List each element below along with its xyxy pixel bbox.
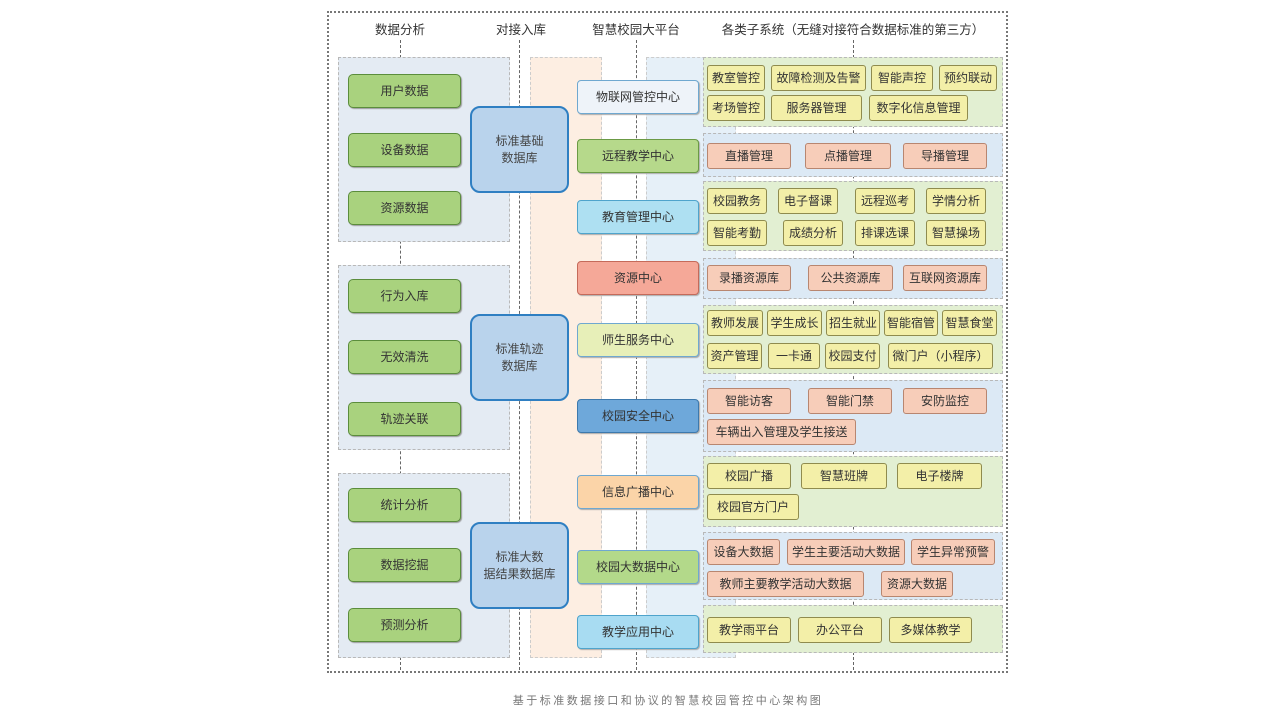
subsystem-item: 智能门禁 — [808, 388, 892, 414]
data-source-item: 无效清洗 — [348, 340, 461, 374]
data-source-item: 用户数据 — [348, 74, 461, 108]
subsystem-item: 设备大数据 — [707, 539, 780, 565]
subsystem-item: 学情分析 — [926, 188, 986, 214]
subsystem-item: 预约联动 — [939, 65, 997, 91]
subsystem-item: 考场管控 — [707, 95, 765, 121]
subsystem-item: 智能宿管 — [884, 310, 938, 336]
platform-center: 教育管理中心 — [577, 200, 699, 234]
subsystem-item: 校园教务 — [707, 188, 767, 214]
data-source-item: 资源数据 — [348, 191, 461, 225]
subsystem-item: 教学雨平台 — [707, 617, 791, 643]
data-source-item: 统计分析 — [348, 488, 461, 522]
subsystem-item: 互联网资源库 — [903, 265, 987, 291]
standard-database: 标准基础 数据库 — [470, 106, 569, 193]
platform-center: 远程教学中心 — [577, 139, 699, 173]
subsystem-item: 电子楼牌 — [897, 463, 982, 489]
subsystem-item: 远程巡考 — [855, 188, 915, 214]
data-source-item: 轨迹关联 — [348, 402, 461, 436]
data-source-item: 预测分析 — [348, 608, 461, 642]
subsystem-item: 智能访客 — [707, 388, 791, 414]
subsystem-item: 公共资源库 — [808, 265, 893, 291]
platform-center: 校园大数据中心 — [577, 550, 699, 584]
header-data-analysis: 数据分析 — [374, 22, 426, 37]
subsystem-item: 智能考勤 — [707, 220, 767, 246]
header-subsystems: 各类子系统（无缝对接符合数据标准的第三方） — [721, 22, 985, 37]
subsystem-item: 微门户（小程序） — [888, 343, 993, 369]
standard-database: 标准轨迹 数据库 — [470, 314, 569, 401]
data-source-item: 设备数据 — [348, 133, 461, 167]
platform-center: 资源中心 — [577, 261, 699, 295]
platform-center: 校园安全中心 — [577, 399, 699, 433]
subsystem-item: 教师发展 — [707, 310, 763, 336]
standard-database: 标准大数 据结果数据库 — [470, 522, 569, 609]
subsystem-item: 教室管控 — [707, 65, 765, 91]
subsystem-item: 数字化信息管理 — [869, 95, 968, 121]
subsystem-item: 智慧班牌 — [801, 463, 887, 489]
subsystem-item: 办公平台 — [798, 617, 882, 643]
subsystem-item: 服务器管理 — [771, 95, 862, 121]
subsystem-item: 资源大数据 — [881, 571, 953, 597]
subsystem-item: 智慧食堂 — [942, 310, 997, 336]
subsystem-item: 点播管理 — [805, 143, 891, 169]
subsystem-item: 学生主要活动大数据 — [787, 539, 905, 565]
data-source-item: 行为入库 — [348, 279, 461, 313]
subsystem-item: 校园官方门户 — [707, 494, 799, 520]
platform-center: 信息广播中心 — [577, 475, 699, 509]
subsystem-item: 智慧操场 — [926, 220, 986, 246]
platform-center: 教学应用中心 — [577, 615, 699, 649]
platform-center: 物联网管控中心 — [577, 80, 699, 114]
subsystem-item: 多媒体教学 — [889, 617, 972, 643]
subsystem-item: 校园支付 — [825, 343, 880, 369]
subsystem-item: 校园广播 — [707, 463, 791, 489]
subsystem-item: 电子督课 — [778, 188, 838, 214]
subsystem-item: 排课选课 — [855, 220, 915, 246]
subsystem-item: 智能声控 — [871, 65, 933, 91]
subsystem-item: 学生成长 — [767, 310, 822, 336]
subsystem-item: 教师主要教学活动大数据 — [707, 571, 864, 597]
subsystem-item: 一卡通 — [768, 343, 820, 369]
header-ingest: 对接入库 — [495, 22, 547, 37]
header-platform: 智慧校园大平台 — [592, 22, 680, 37]
subsystem-item: 导播管理 — [903, 143, 987, 169]
diagram-frame — [327, 11, 1008, 673]
subsystem-item: 故障检测及告警 — [771, 65, 866, 91]
subsystem-item: 安防监控 — [903, 388, 987, 414]
subsystem-item: 录播资源库 — [707, 265, 791, 291]
subsystem-item: 资产管理 — [707, 343, 762, 369]
platform-center: 师生服务中心 — [577, 323, 699, 357]
figure-caption: 基于标准数据接口和协议的智慧校园管控中心架构图 — [512, 694, 824, 707]
data-source-item: 数据挖掘 — [348, 548, 461, 582]
subsystem-item: 直播管理 — [707, 143, 791, 169]
subsystem-item: 学生异常预警 — [911, 539, 995, 565]
subsystem-item: 车辆出入管理及学生接送 — [707, 419, 856, 445]
subsystem-item: 招生就业 — [826, 310, 880, 336]
subsystem-item: 成绩分析 — [783, 220, 843, 246]
